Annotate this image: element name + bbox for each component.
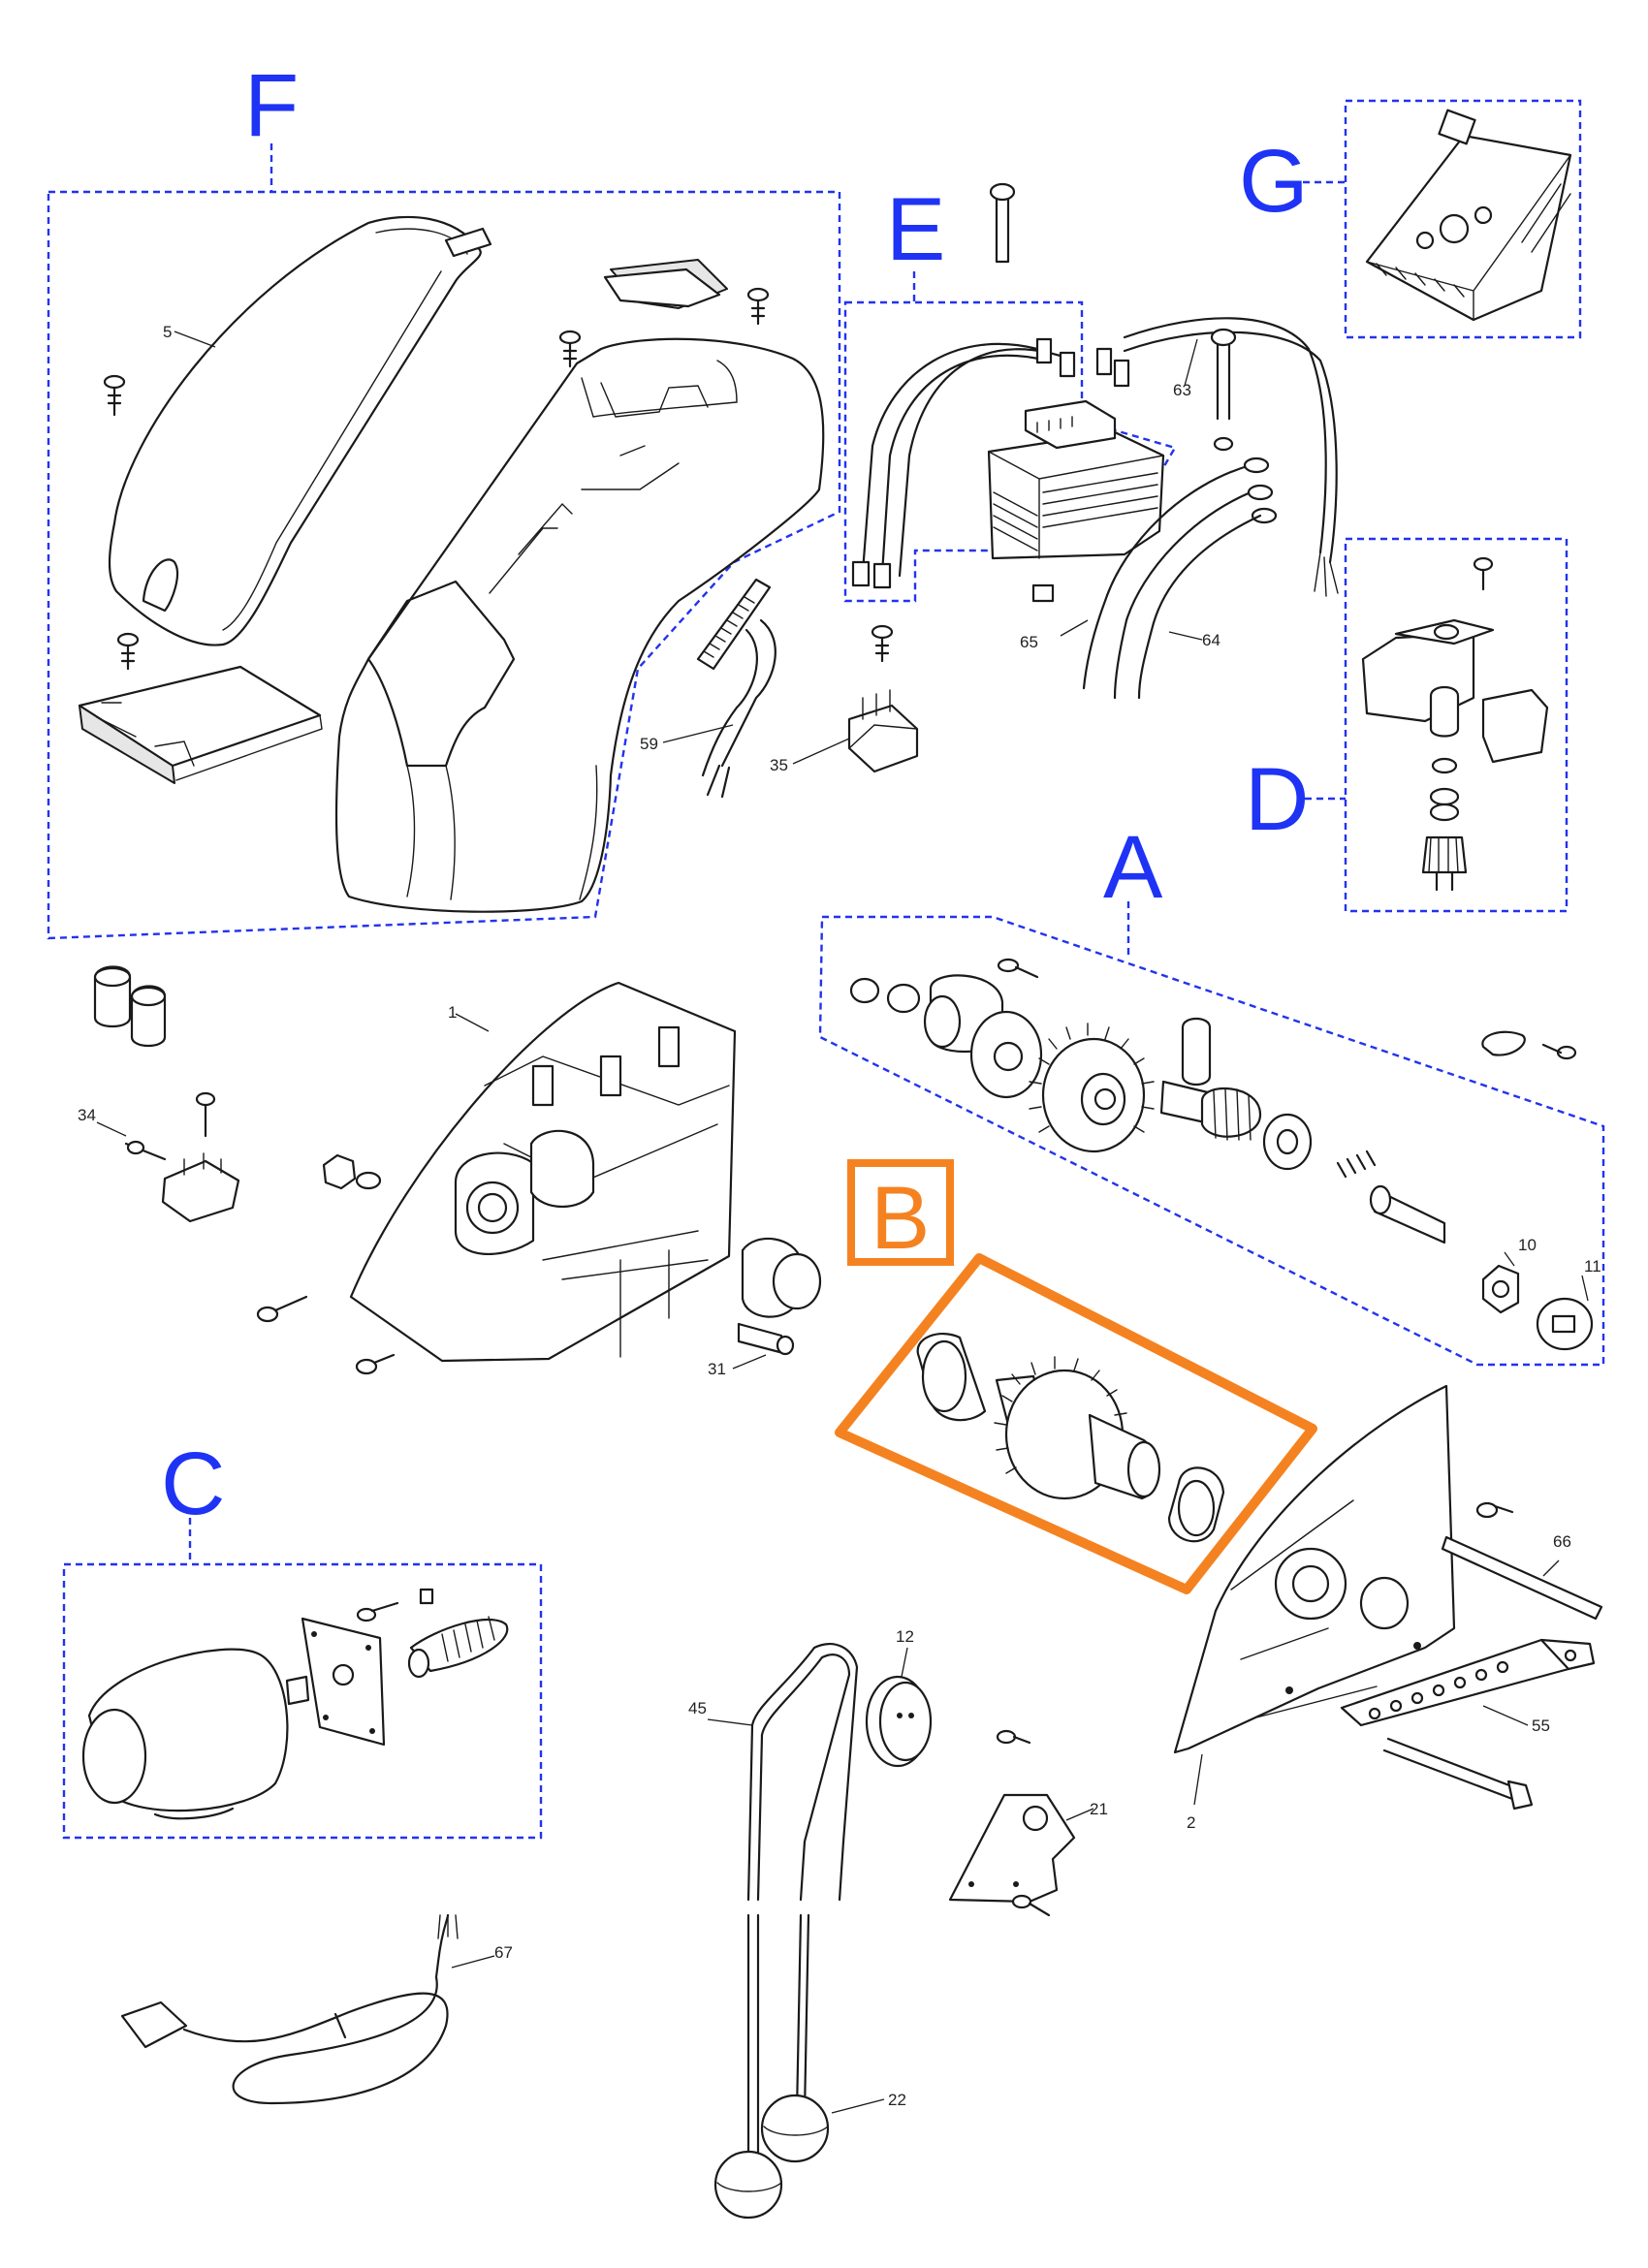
drive-gear-part [1029, 1023, 1155, 1153]
counterweight-22-part[interactable] [713, 2094, 830, 2220]
group-a[interactable]: A [818, 818, 1605, 1367]
terminal-block-part[interactable] [847, 624, 919, 773]
group-a-label: A [1103, 818, 1163, 917]
group-c-outline [62, 1562, 543, 1840]
terminal-34-part[interactable] [124, 1091, 240, 1223]
bolt-part [1210, 328, 1237, 452]
part-number-63: 63 [1173, 381, 1191, 399]
group-b-label: B [871, 1169, 930, 1268]
pin-31-part[interactable] [737, 1322, 795, 1356]
cable-gland-part [93, 965, 167, 1048]
screw-part [996, 1729, 1031, 1745]
grub-screw-part [419, 1588, 434, 1605]
group-d[interactable]: D [1245, 537, 1569, 913]
motor-part[interactable] [81, 1617, 386, 1820]
long-bolt-part [1382, 1737, 1534, 1811]
encoder-assembly-part[interactable] [1361, 556, 1549, 892]
part-number-64: 64 [1202, 631, 1220, 649]
part-number-12: 12 [896, 1627, 914, 1646]
main-housing-part[interactable] [334, 337, 825, 913]
part-number-22: 22 [888, 2091, 906, 2109]
cap-11-part [1536, 1297, 1594, 1351]
part-number-11: 11 [1584, 1257, 1601, 1276]
bolt-part [989, 182, 1016, 264]
top-cover-part[interactable] [108, 215, 492, 646]
bracket-55-part[interactable] [1340, 1638, 1596, 1727]
part-number-34: 34 [78, 1106, 96, 1124]
screw-part [355, 1353, 396, 1375]
part-number-5: 5 [163, 323, 172, 341]
group-f[interactable]: F 5 [47, 56, 841, 940]
part-number-35: 35 [770, 756, 788, 774]
transformer-part[interactable] [987, 399, 1165, 560]
chain-45-part[interactable] [746, 1643, 859, 2159]
screw-part [871, 624, 894, 663]
small-clip-part [1031, 583, 1055, 603]
part-number-65: 65 [1020, 633, 1038, 651]
group-b-label-box [847, 1159, 954, 1266]
part-number-66: 66 [1553, 1532, 1571, 1551]
part-number-67: 67 [494, 1943, 513, 1962]
part-number-21: 21 [1090, 1800, 1108, 1818]
group-e-label: E [886, 180, 945, 279]
part-number-10: 10 [1518, 1236, 1537, 1254]
group-b-highlight-outline [835, 1253, 1317, 1594]
group-e[interactable]: E [843, 180, 1177, 603]
part-number-31: 31 [708, 1360, 726, 1378]
screw-part [997, 958, 1039, 979]
earth-wire-part[interactable] [1082, 457, 1278, 700]
screw-part [1011, 1894, 1051, 1917]
gear-shaft-assembly-part[interactable] [849, 958, 1594, 1351]
screw-part [746, 287, 770, 326]
group-c[interactable]: C [62, 1434, 543, 1840]
screw-part [116, 632, 140, 671]
pulley-12-part[interactable] [865, 1675, 933, 1768]
group-f-label: F [244, 56, 299, 155]
screw-part [103, 374, 126, 417]
worm-screw-part [407, 1616, 509, 1679]
bearing-ring-part [741, 1237, 822, 1318]
power-cable-67-part[interactable] [120, 1913, 459, 2105]
nut-washer-part [322, 1153, 382, 1190]
part-number-45: 45 [688, 1699, 707, 1717]
group-d-outline [1344, 537, 1569, 913]
screw-part [558, 330, 582, 368]
bracket-21-part[interactable] [948, 1793, 1076, 1904]
screw-part [1473, 556, 1494, 591]
group-c-label: C [161, 1434, 225, 1533]
control-unit-part[interactable] [1365, 109, 1572, 322]
small-cover-part [603, 259, 728, 309]
shaft-66-part[interactable] [1441, 1535, 1603, 1621]
control-board-part[interactable] [78, 665, 323, 784]
screw-part [356, 1601, 399, 1622]
screw-part [256, 1295, 308, 1323]
part-number-55: 55 [1532, 1717, 1550, 1735]
screw-part [195, 1091, 216, 1138]
gearbox-housing-part[interactable] [349, 981, 737, 1363]
group-f-outline [47, 190, 841, 940]
pinion-gear-assembly-part[interactable] [916, 1333, 1225, 1543]
part-number-2: 2 [1187, 1813, 1195, 1832]
wire-harness-part [851, 337, 1076, 589]
nut-10-part [1481, 1264, 1520, 1314]
group-b[interactable]: B [835, 1159, 1317, 1594]
part-number-1: 1 [448, 1003, 457, 1022]
screw-part [1541, 1043, 1577, 1060]
group-d-label: D [1245, 750, 1309, 849]
group-g-label: G [1239, 132, 1309, 231]
part-number-59: 59 [640, 735, 658, 753]
screw-part [1475, 1501, 1514, 1519]
terminal-strip-part[interactable] [696, 578, 776, 799]
wire-part[interactable] [1095, 317, 1339, 597]
group-g[interactable]: G [1239, 99, 1582, 339]
side-plate-part[interactable] [1173, 1384, 1456, 1754]
group-g-outline [1344, 99, 1582, 339]
